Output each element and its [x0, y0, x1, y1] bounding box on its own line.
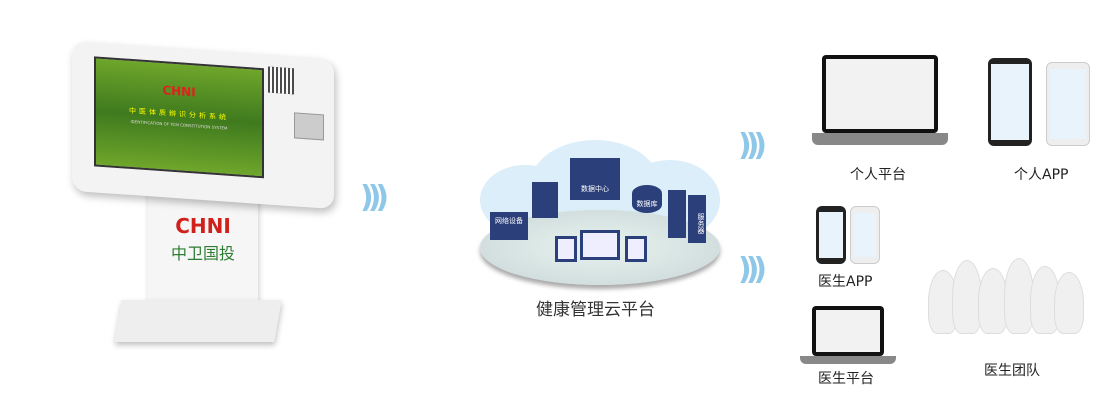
kiosk-base	[114, 300, 282, 342]
kiosk-brand: CHNI	[175, 214, 231, 238]
personal-app-phone[interactable]	[988, 58, 1032, 146]
monitor-icon	[625, 236, 647, 262]
doctor-team-label: 医生团队	[984, 363, 1040, 379]
laptop-base	[800, 356, 896, 364]
data-center-icon: 数据中心	[570, 158, 620, 200]
doctor-platform-label: 医生平台	[818, 371, 874, 387]
kiosk-head: CHNI 中医体质辨识分析系统 IDENTIFICATION OF TCM CO…	[72, 40, 334, 210]
doctor-app-phone[interactable]	[850, 206, 880, 264]
doctor-app-phone[interactable]	[816, 206, 846, 264]
database-icon: 数据库	[632, 185, 662, 213]
kiosk-brand-cn: 中卫国投	[170, 244, 235, 263]
wireless-wave-icon: )))	[360, 180, 389, 215]
card-reader-icon	[294, 112, 324, 141]
cloud-title: 健康管理云平台	[536, 300, 655, 320]
network-device-icon: 网络设备	[490, 212, 528, 240]
server-icon	[532, 182, 558, 218]
kiosk-screen[interactable]: CHNI 中医体质辨识分析系统 IDENTIFICATION OF TCM CO…	[94, 56, 264, 179]
server-rack-icon: 服务器	[688, 195, 706, 243]
doctor-team-photo	[928, 250, 1084, 334]
doctor-app-label: 医生APP	[818, 274, 873, 290]
wireless-wave-icon: )))	[738, 128, 767, 163]
rack-icon	[668, 190, 686, 238]
personal-app-label: 个人APP	[1014, 167, 1069, 183]
personal-platform-laptop[interactable]	[822, 55, 938, 133]
monitor-icon	[555, 236, 577, 262]
laptop-base	[812, 133, 948, 145]
doctor-platform-laptop[interactable]	[812, 306, 884, 356]
cloud-platform: 数据中心 数据库 网络设备 服务器	[470, 140, 725, 285]
screen-logo: CHNI	[162, 83, 196, 100]
workstation-icon	[580, 230, 620, 260]
personal-app-phone[interactable]	[1046, 62, 1090, 146]
personal-platform-label: 个人平台	[850, 167, 906, 183]
qr-code-icon	[268, 66, 294, 95]
wireless-wave-icon: )))	[738, 252, 767, 287]
